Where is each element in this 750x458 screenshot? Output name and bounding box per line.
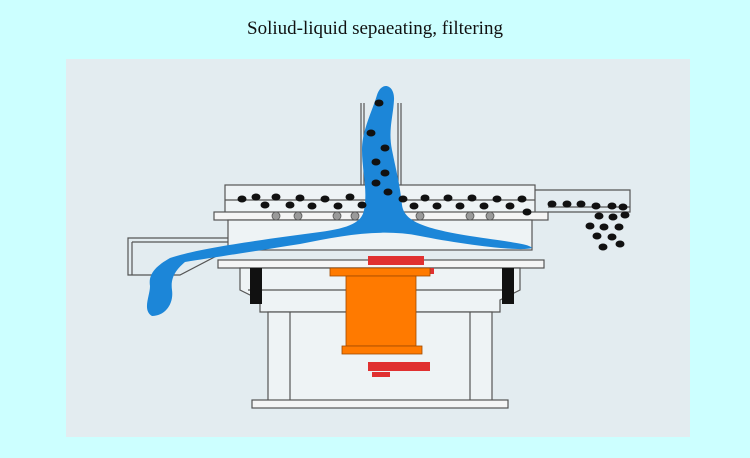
screen-cleaning-balls: [271, 211, 495, 221]
solid-particles: [237, 99, 630, 251]
vibration-motor: [329, 256, 434, 377]
spring-right: [502, 268, 514, 304]
diagram-title: Soliud-liquid sepaeating, filtering: [247, 18, 503, 39]
spring-left: [250, 268, 262, 304]
